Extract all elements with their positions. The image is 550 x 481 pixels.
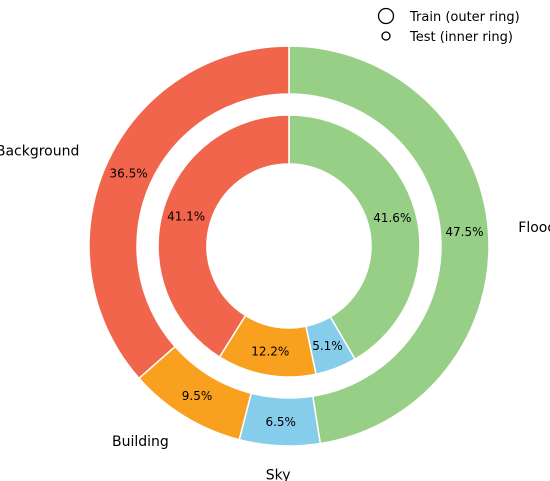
inner-ring-test: [157, 114, 421, 378]
inner-slice-background: [157, 114, 290, 359]
inner-pct-label-sky: 5.1%: [312, 339, 343, 353]
outer-pct-label-building: 9.5%: [182, 389, 213, 403]
category-label-flood: Flood: [518, 220, 550, 236]
legend-entry-outer: Train (outer ring): [409, 10, 520, 25]
percentage-labels: 47.5% 6.5% 9.5% 36.5% 41.6% 5.1% 12.2% 41.1%: [110, 167, 484, 429]
category-label-building: Building: [112, 434, 169, 450]
outer-ring-train: [88, 45, 490, 447]
category-label-background: Background: [0, 143, 79, 159]
inner-pct-label-building: 12.2%: [251, 344, 289, 358]
outer-slice-flood: [288, 45, 490, 445]
category-labels: FloodSky Building Background: [0, 143, 550, 481]
inner-slice-flood: [288, 114, 421, 361]
outer-pct-label-background: 36.5%: [110, 167, 148, 181]
legend-entry-inner: Test (inner ring): [409, 30, 513, 45]
inner-pct-label-background: 41.1%: [167, 209, 205, 223]
outer-pct-label-flood: 47.5%: [445, 225, 483, 239]
category-label-sky: Sky: [266, 468, 291, 481]
inner-pct-label-flood: 41.6%: [373, 211, 411, 225]
legend-marker-inner: [381, 31, 391, 41]
outer-slice-background: [88, 45, 290, 380]
legend: Train (outer ring) Test (inner ring): [377, 7, 520, 45]
outer-pct-label-sky: 6.5%: [265, 415, 296, 429]
legend-marker-outer: [377, 7, 395, 25]
